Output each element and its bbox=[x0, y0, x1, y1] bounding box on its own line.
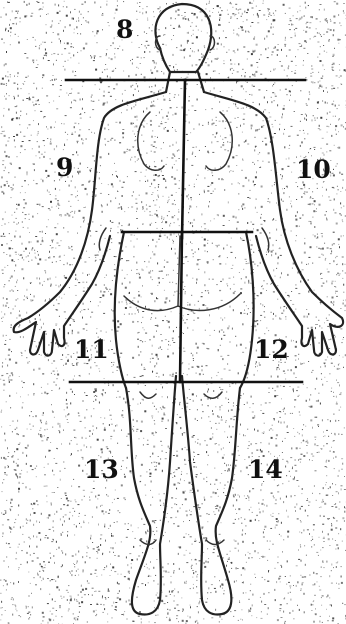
region-label-10: 10 bbox=[296, 155, 331, 184]
region-label-9: 9 bbox=[56, 153, 73, 182]
region-label-14: 14 bbox=[248, 455, 283, 484]
region-label-12: 12 bbox=[254, 335, 289, 364]
region-label-13: 13 bbox=[84, 455, 119, 484]
region-label-11: 11 bbox=[74, 335, 109, 364]
region-label-8: 8 bbox=[116, 15, 133, 44]
